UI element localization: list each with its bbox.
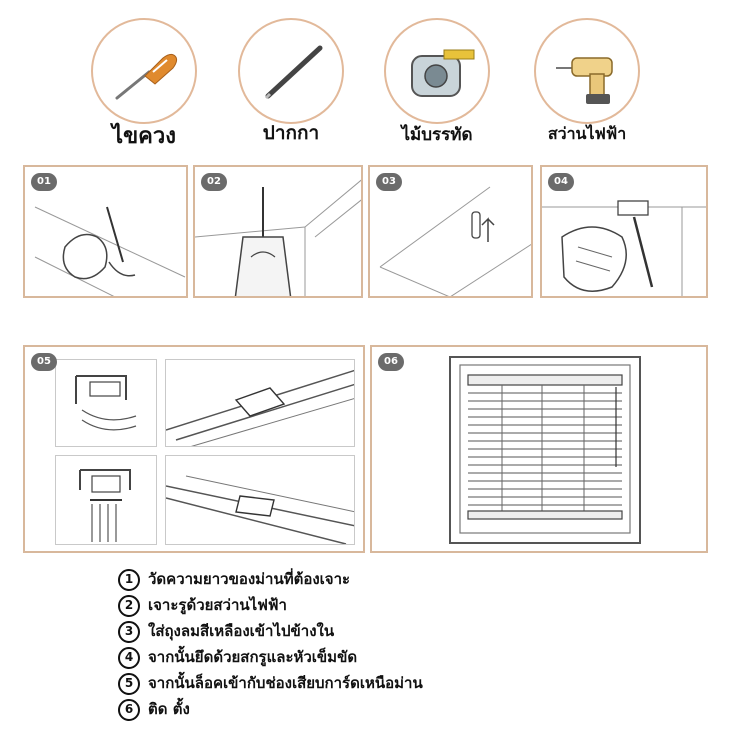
headrail-clip-detail: [165, 455, 355, 545]
tool-label-pen: ปากกา: [262, 122, 320, 144]
anchor-insert-illustration: [379, 186, 531, 296]
instruction-steps: 1 วัดความยาวของม่านที่ต้องเจาะ 2 เจาะรูด้ว…: [118, 566, 423, 722]
pen-icon: [264, 45, 323, 100]
step-number: 3: [118, 620, 140, 643]
step-text: วัดความยาวของม่านที่ต้องเจาะ: [148, 570, 351, 588]
step-number: 4: [118, 646, 140, 669]
step-badge: 02: [201, 173, 227, 191]
step-text: ใส่ถุงลมสีเหลืองเข้าไปข้างใน: [148, 622, 335, 640]
step-panel-01: 01: [23, 165, 188, 298]
drill-hole-illustration: [195, 179, 361, 296]
screw-bracket-illustration: [542, 200, 706, 296]
tape-measure-icon: [411, 49, 475, 97]
step-number: 2: [118, 594, 140, 617]
step-panel-05: 05: [23, 345, 365, 553]
step-panel-06: 06: [370, 345, 708, 553]
instruction-step: 5 จากนั้นล็อคเข้ากับช่องเสียบการ์ดเหนือม่…: [118, 670, 423, 696]
step-panel-02: 02: [193, 165, 363, 298]
step-badge: 03: [376, 173, 402, 191]
tape-measure-circle: [384, 18, 490, 124]
installed-blinds-illustration: [449, 356, 641, 544]
instruction-step: 4 จากนั้นยึดด้วยสกรูและหัวเข็มขัด: [118, 644, 423, 670]
tool-label-ruler: ไม้บรรทัด: [401, 125, 473, 145]
screwdriver-icon: [115, 53, 178, 100]
step-text: ติด ตั้ง: [148, 700, 190, 718]
step-number: 5: [118, 672, 140, 695]
screwdriver-circle: [91, 18, 197, 124]
step-badge: 04: [548, 173, 574, 191]
step-number: 6: [118, 698, 140, 721]
step-badge: 05: [31, 353, 57, 371]
measure-illustration: [34, 206, 186, 296]
bracket-mount-detail: [55, 455, 157, 545]
step-panel-04: 04: [540, 165, 708, 298]
instruction-step: 1 วัดความยาวของม่านที่ต้องเจาะ: [118, 566, 423, 592]
instruction-step: 2 เจาะรูด้วยสว่านไฟฟ้า: [118, 592, 423, 618]
step-number: 1: [118, 568, 140, 591]
step-text: จากนั้นล็อคเข้ากับช่องเสียบการ์ดเหนือม่า…: [148, 674, 423, 692]
tool-label-drill: สว่านไฟฟ้า: [547, 124, 627, 143]
headrail-lock-detail: [165, 359, 355, 447]
step-text: เจาะรูด้วยสว่านไฟฟ้า: [148, 596, 287, 614]
pen-circle: [238, 18, 344, 124]
bracket-hook-detail: [55, 359, 157, 447]
electric-drill-icon: [556, 57, 613, 104]
instruction-step: 6 ติด ตั้ง: [118, 696, 423, 722]
step-text: จากนั้นยึดด้วยสกรูและหัวเข็มขัด: [148, 648, 358, 666]
step-badge: 06: [378, 353, 404, 371]
instruction-step: 3 ใส่ถุงลมสีเหลืองเข้าไปข้างใน: [118, 618, 423, 644]
tool-label-screwdriver: ไขควง: [112, 124, 176, 149]
step-panel-03: 03: [368, 165, 533, 298]
electric-drill-circle: [534, 18, 640, 124]
step-badge: 01: [31, 173, 57, 191]
